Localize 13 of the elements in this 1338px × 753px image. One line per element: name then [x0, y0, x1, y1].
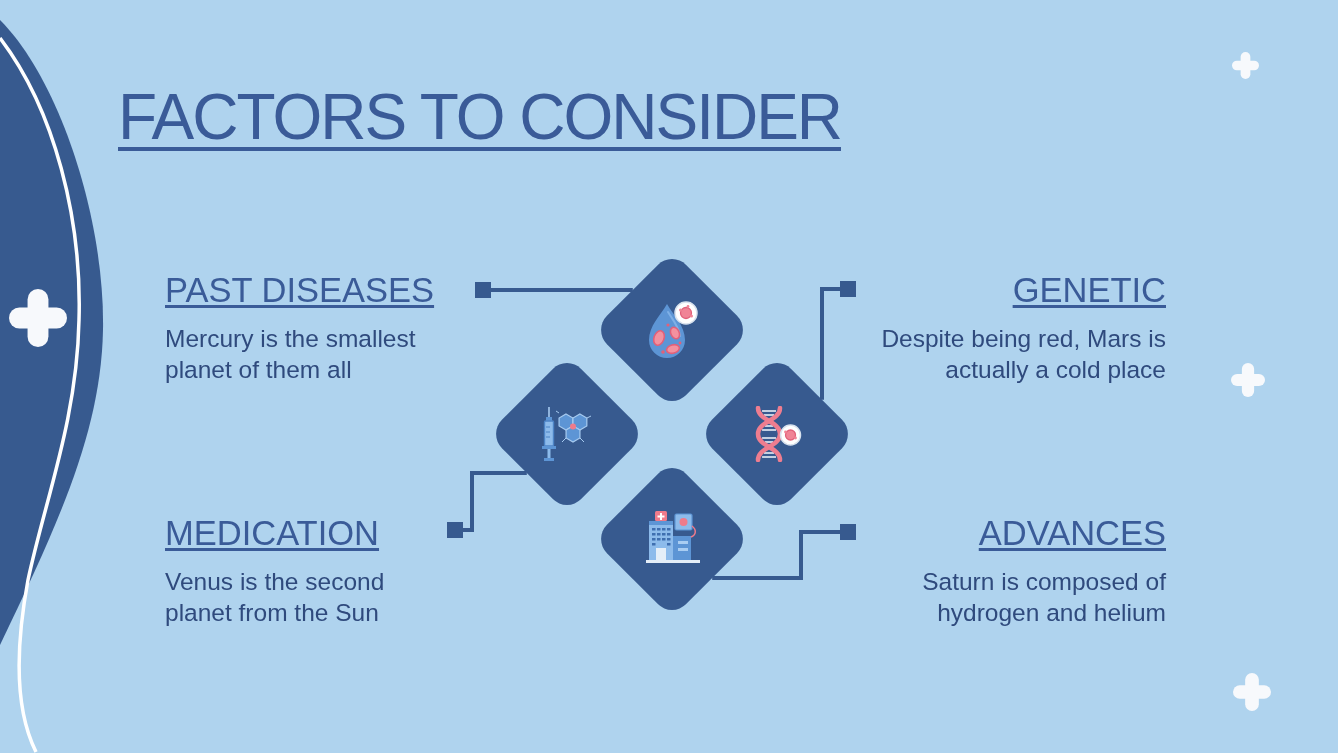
- section-heading: GENETIC: [1012, 271, 1166, 309]
- description-text: Saturn is composed of hydrogen and helium: [921, 567, 1166, 628]
- description-text: Mercury is the smallest planet of them all: [165, 324, 417, 385]
- slide-title: FACTORS TO CONSIDER: [118, 87, 842, 151]
- connector-line: [820, 287, 840, 400]
- connector-line: [712, 530, 840, 580]
- description-text: Venus is the second planet from the Sun: [165, 567, 386, 628]
- section-heading: ADVANCES: [978, 514, 1166, 552]
- section-heading: PAST DISEASES: [165, 271, 435, 309]
- connector-line: [463, 471, 527, 532]
- section-heading: MEDICATION: [165, 514, 380, 552]
- description-text: Despite being red, Mars is actually a cold place: [880, 324, 1166, 385]
- connector-line: [491, 288, 633, 292]
